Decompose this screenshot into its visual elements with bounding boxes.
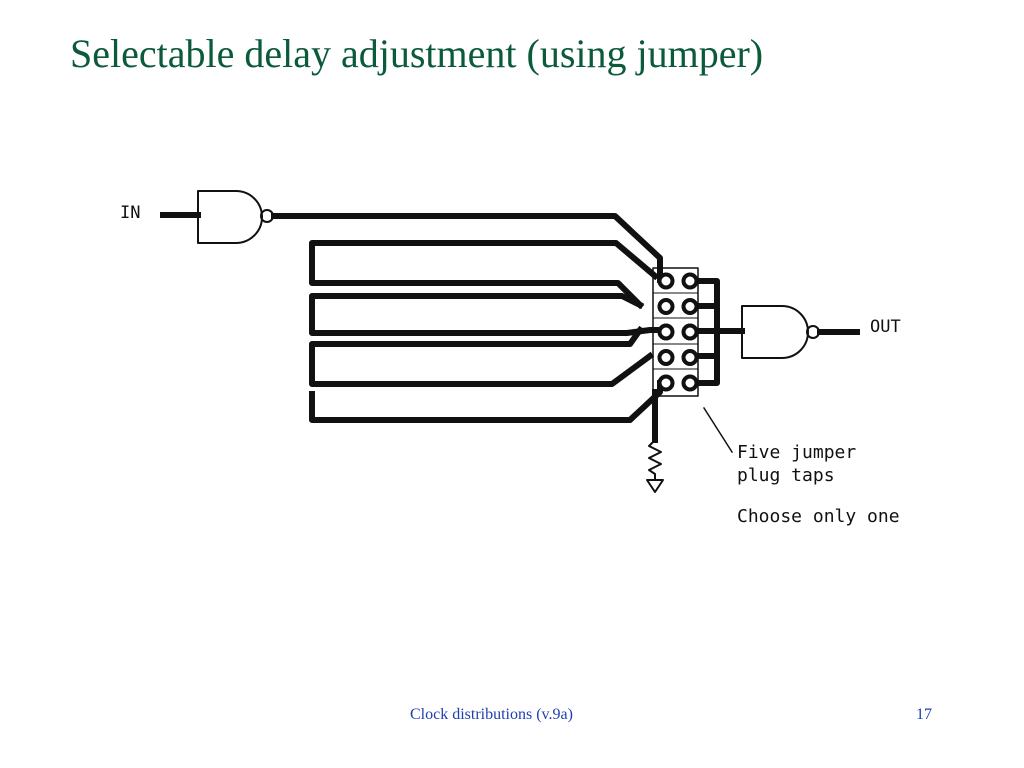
jumper-pin-3-right — [681, 323, 699, 341]
jumper-pin-1-left — [657, 272, 675, 290]
output-bus — [697, 278, 745, 386]
annotation-line-3: Choose only one — [737, 506, 900, 527]
annotation-line-1: Five jumper — [737, 442, 856, 463]
jumper-pin-group — [657, 272, 699, 392]
delay-trace-5b — [309, 380, 663, 423]
footer-page-number: 17 — [916, 706, 932, 723]
jumper-pin-2-left — [657, 298, 675, 315]
jumper-pin-4-right — [681, 349, 699, 366]
delay-trace-2 — [309, 240, 660, 310]
delay-trace-1 — [271, 213, 663, 283]
delay-trace-3 — [309, 293, 663, 336]
jumper-pin-3-left — [657, 323, 675, 341]
input-buffer-gate — [197, 190, 263, 244]
input-label: IN — [120, 203, 140, 223]
ground-symbol — [646, 479, 664, 493]
output-buffer-gate — [741, 305, 809, 359]
output-label: OUT — [870, 317, 901, 337]
footer-course-title: Clock distributions (v.9a) — [410, 706, 573, 723]
delay-trace-5 — [312, 356, 650, 372]
delay-trace-4 — [309, 325, 655, 387]
annotation-line-2: plug taps — [737, 465, 835, 486]
annotation-leader — [702, 406, 734, 454]
jumper-pin-5-left — [657, 374, 675, 392]
slide-title: Selectable delay adjustment (using jumpe… — [70, 31, 764, 76]
jumper-pin-5-right — [681, 374, 699, 392]
jumper-pin-1-right — [681, 272, 699, 290]
pulldown-resistor — [648, 438, 662, 481]
jumper-pin-4-left — [657, 349, 675, 366]
jumper-pin-2-right — [681, 298, 699, 315]
